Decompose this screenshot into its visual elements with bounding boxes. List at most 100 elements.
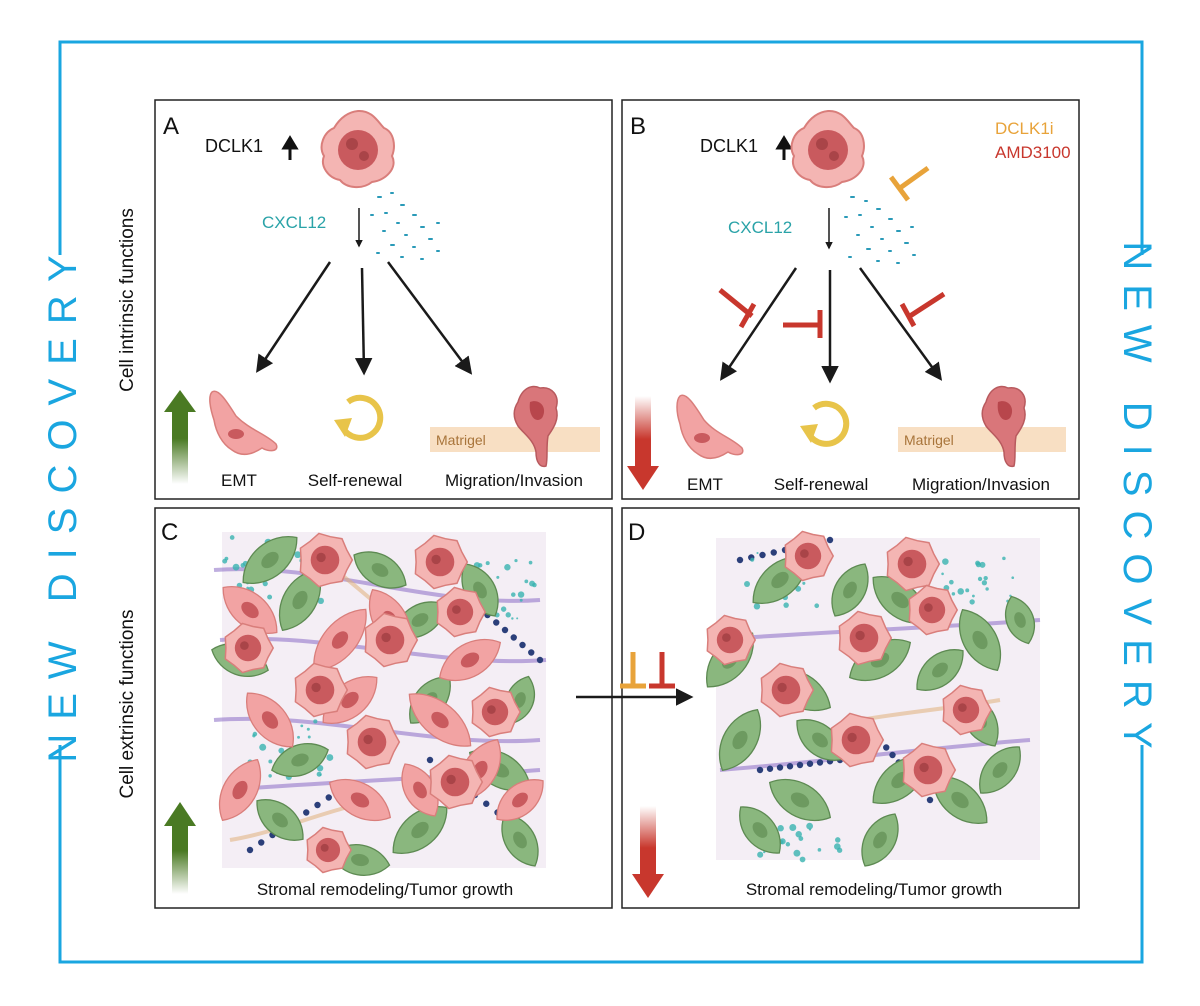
- panel-a-cxcl12-dots: [370, 192, 440, 260]
- cxcl12-particle: [259, 743, 267, 751]
- cxcl12-particle: [326, 754, 334, 761]
- cxcl12-particle: [511, 617, 514, 620]
- cxcl12-particle: [802, 581, 806, 585]
- matrix-bead: [776, 764, 784, 771]
- panel-d-down-arrow-shaft: [640, 806, 656, 876]
- panel-d-letter: D: [628, 519, 645, 546]
- fibroblast-cell: [718, 708, 762, 772]
- matrix-bead: [883, 744, 890, 751]
- panel-d-down-arrow-head: [632, 874, 664, 898]
- matrix-bead: [325, 794, 332, 801]
- row-label-intrinsic: Cell intrinsic functions: [117, 208, 138, 392]
- cxcl12-particle: [975, 560, 981, 566]
- panel-b-dclk1i-inhibitor-symbol: [888, 165, 930, 202]
- panel-b-inhibitor-dclk1i: DCLK1i: [995, 119, 1054, 138]
- cxcl12-particle: [779, 838, 786, 845]
- cxcl12-particle: [757, 851, 764, 858]
- panel-a-arrow-self-renewal: [354, 267, 373, 376]
- tumor-cell: [299, 532, 354, 588]
- cxcl12-particle: [969, 599, 975, 605]
- panel-b: B DCLK1 DCLK1i AMD3100 CXCL12: [627, 109, 1071, 494]
- matrix-bead: [501, 626, 509, 634]
- cxcl12-particle: [756, 551, 759, 555]
- panel-a-emt-cell: [209, 390, 278, 455]
- panel-b-dclk1-label: DCLK1: [700, 136, 758, 156]
- fibroblast-cell: [768, 778, 832, 822]
- cxcl12-particle: [496, 575, 500, 579]
- tumor-cell: [830, 712, 885, 768]
- matrix-bead: [483, 800, 490, 807]
- panel-a-dclk1-up-arrow: [281, 135, 299, 160]
- panel-c: C Stromal remodeling/Tumor growth: [161, 519, 547, 899]
- panel-b-down-arrow-head: [627, 466, 659, 490]
- matrix-bead: [796, 761, 804, 769]
- cxcl12-particle: [294, 551, 302, 559]
- matrix-bead: [889, 751, 896, 759]
- cxcl12-particle: [942, 558, 949, 565]
- panel-b-arrow-emt: [720, 267, 798, 381]
- panel-d: D Stromal remodeling/Tumor growth: [628, 519, 1041, 899]
- panel-b-dclk1-up-arrow: [775, 135, 793, 160]
- panel-b-arrow-migration: [858, 267, 943, 381]
- matrix-bead: [766, 765, 774, 772]
- tumor-cell: [429, 754, 484, 810]
- cxcl12-particle: [814, 603, 820, 609]
- cxcl12-particle: [941, 572, 944, 576]
- panel-c-tissue-scene: [211, 532, 547, 876]
- cxcl12-particle: [753, 603, 761, 610]
- tumor-cell: [838, 610, 893, 666]
- matrix-bead: [759, 551, 766, 559]
- matrix-bead: [519, 641, 526, 649]
- panel-b-amd3100-inhibitor-migration: [899, 291, 946, 328]
- panel-b-emt-cell: [676, 394, 744, 459]
- panel-c-up-arrow-head: [164, 802, 196, 826]
- tumor-cell: [942, 684, 993, 736]
- cxcl12-particle: [1011, 576, 1015, 580]
- cxcl12-particle: [957, 588, 964, 595]
- matrix-bead: [258, 839, 265, 846]
- cxcl12-particle: [977, 576, 983, 582]
- panel-b-matrigel-label: Matrigel: [904, 432, 954, 448]
- cxcl12-particle: [949, 579, 954, 585]
- caf-cell: [496, 779, 544, 821]
- cxcl12-particle: [229, 535, 235, 540]
- panel-a-self-renewal-icon: [334, 394, 384, 441]
- panel-a-outcome-migration: Migration/Invasion: [445, 471, 583, 490]
- panel-a-invading-cell: [513, 385, 558, 468]
- cxcl12-particle: [798, 836, 804, 841]
- panel-a-dclk1-label: DCLK1: [205, 136, 263, 156]
- matrix-bead: [246, 846, 254, 854]
- cxcl12-particle: [777, 825, 784, 832]
- caf-cell: [313, 608, 367, 672]
- row-label-extrinsic: Cell extrinsic functions: [117, 609, 138, 798]
- panel-b-amd3100-inhibitor-self-renewal: [783, 310, 823, 338]
- matrix-bead: [426, 756, 434, 764]
- matrix-bead: [786, 763, 794, 770]
- cxcl12-particle: [267, 594, 273, 600]
- fibroblast-cell: [916, 649, 964, 691]
- cxcl12-particle: [744, 581, 751, 588]
- cxcl12-particle: [793, 849, 801, 857]
- cxcl12-particle: [319, 773, 322, 776]
- tumor-cell: [902, 742, 957, 798]
- cxcl12-particle: [834, 843, 841, 850]
- transition-amd3100-inhibitor: [649, 652, 675, 689]
- side-text-left: NEW DISCOVERY: [41, 241, 85, 762]
- cxcl12-particle: [983, 575, 988, 581]
- panel-d-tissue-scene: [705, 530, 1041, 867]
- fibroblast-cell: [861, 813, 899, 867]
- side-text-right: NEW DISCOVERY: [1115, 241, 1159, 762]
- panel-a-up-arrow-head: [164, 390, 196, 412]
- fibroblast-cell: [1004, 595, 1036, 645]
- matrix-bead: [510, 634, 517, 641]
- panel-a-letter: A: [163, 113, 179, 140]
- matrix-bead: [826, 536, 834, 544]
- cxcl12-particle: [519, 598, 523, 602]
- caf-cell: [328, 778, 392, 822]
- cxcl12-particle: [795, 831, 802, 838]
- panel-b-outcome-emt: EMT: [687, 475, 723, 494]
- cxcl12-particle: [1002, 556, 1006, 561]
- fibroblast-cell: [831, 563, 869, 617]
- tumor-cell: [706, 614, 757, 666]
- cxcl12-particle: [806, 822, 813, 830]
